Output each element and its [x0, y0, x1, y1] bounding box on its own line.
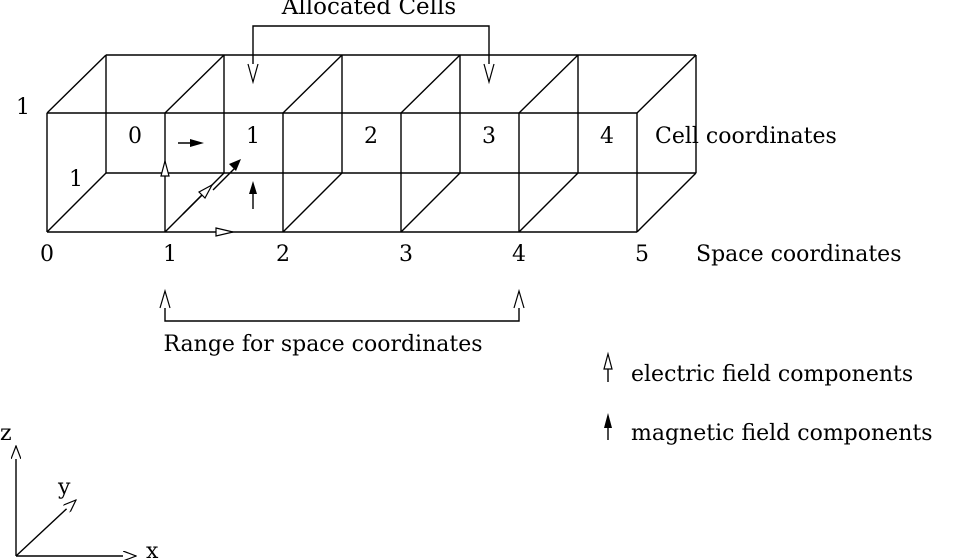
top-diagonal-5 — [636, 54, 697, 114]
allocated-cells-label: Allocated Cells — [281, 0, 456, 20]
cell-numbers: 0 1 2 3 4 — [128, 124, 614, 149]
coordinate-axes: z y x — [0, 421, 159, 560]
bottom-diagonal-4 — [518, 172, 579, 233]
magnetic-arrow-x-head — [190, 139, 204, 147]
y-top-mark: 1 — [16, 95, 30, 120]
space-number: 2 — [276, 242, 290, 267]
space-number: 3 — [399, 242, 413, 267]
space-number: 5 — [635, 242, 649, 267]
bottom-diagonal-3 — [400, 172, 461, 233]
cell-coordinates-label: Cell coordinates — [655, 124, 837, 149]
x-axis-label: x — [146, 539, 159, 560]
range-arrow-right — [513, 288, 525, 309]
cell-grid — [46, 54, 697, 233]
bottom-diagonal-2 — [282, 172, 343, 233]
cell-number: 4 — [600, 124, 614, 149]
bottom-diagonal-0 — [46, 172, 107, 233]
top-diagonal-4 — [518, 54, 579, 114]
electric-arrow-z — [160, 158, 170, 177]
top-diagonal-3 — [400, 54, 461, 114]
electric-legend-label: electric field components — [631, 362, 913, 387]
range-bracket-line — [164, 293, 520, 322]
space-numbers: 0 1 2 3 4 5 — [40, 242, 649, 267]
cell-number: 1 — [246, 124, 260, 149]
allocated-arrow-right — [483, 63, 495, 85]
cell-number: 0 — [128, 124, 142, 149]
z-front-mark: 1 — [69, 167, 83, 192]
top-diagonal-2 — [282, 54, 343, 114]
space-number: 1 — [163, 242, 177, 267]
z-axis-label: z — [0, 421, 12, 446]
space-number: 0 — [40, 242, 54, 267]
range-label: Range for space coordinates — [163, 332, 482, 357]
space-number: 4 — [512, 242, 526, 267]
magnetic-arrow-y — [212, 166, 237, 191]
field-components — [160, 139, 257, 237]
range-bracket: Range for space coordinates — [159, 288, 525, 357]
magnetic-legend-icon — [604, 413, 612, 428]
allocated-cells-bracket: Allocated Cells — [247, 0, 495, 85]
legend: electric field components magnetic field… — [603, 351, 933, 446]
electric-arrow-y-head — [198, 183, 214, 199]
range-arrow-left — [159, 288, 171, 309]
magnetic-arrow-y-head — [229, 159, 241, 171]
magnetic-arrow-z-head — [249, 181, 257, 194]
top-diagonal-1 — [164, 54, 225, 114]
bottom-diagonal-5 — [636, 172, 697, 233]
y-axis-label: y — [57, 475, 71, 500]
space-coordinates-label: Space coordinates — [696, 242, 902, 267]
cell-number: 3 — [482, 124, 496, 149]
y-axis — [15, 500, 76, 557]
top-diagonal-0 — [46, 54, 107, 114]
electric-arrow-x — [215, 227, 234, 237]
magnetic-legend-label: magnetic field components — [631, 421, 933, 446]
allocated-arrow-left — [247, 63, 259, 85]
cell-number: 2 — [364, 124, 378, 149]
allocated-bracket-line — [252, 25, 490, 78]
electric-legend-icon — [603, 351, 613, 370]
